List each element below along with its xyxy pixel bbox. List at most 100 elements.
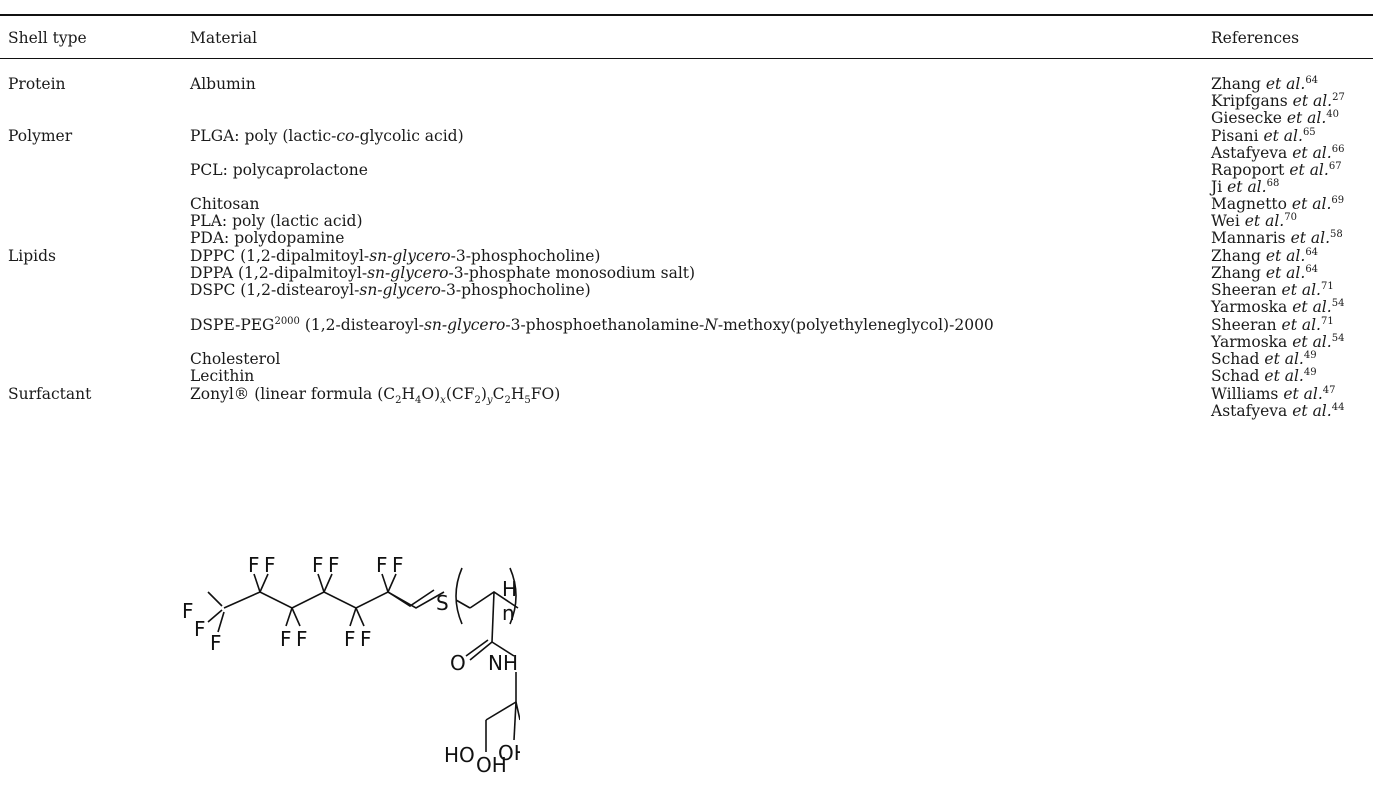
reference-cell: Astafyeva et al.66 xyxy=(1211,143,1344,163)
zonyl-structure-diagram: F F F F F F F F F F F F F S H n O NH HO … xyxy=(182,553,520,777)
reference-author: Zhang xyxy=(1211,264,1261,282)
et-al: et al. xyxy=(1289,161,1329,179)
et-al: et al. xyxy=(1264,350,1304,368)
reference-cell: Giesecke et al.40 xyxy=(1211,108,1339,128)
et-al: et al. xyxy=(1263,127,1303,145)
reference-cell: Magnetto et al.69 xyxy=(1211,194,1344,214)
material-cell: DPPA (1,2-dipalmitoyl-sn-glycero-3-phosp… xyxy=(190,263,695,283)
reference-cell: Wei et al.70 xyxy=(1211,211,1297,231)
et-al: et al. xyxy=(1281,316,1321,334)
reference-cell: Zhang et al.64 xyxy=(1211,74,1318,94)
atom-label: F xyxy=(376,553,388,577)
et-al: et al. xyxy=(1227,178,1267,196)
reference-cell: Astafyeva et al.44 xyxy=(1211,401,1344,421)
reference-number: 64 xyxy=(1305,263,1319,275)
material-italic: sn-glycero xyxy=(423,316,506,334)
et-al: et al. xyxy=(1291,195,1332,213)
material-italic: sn-glycero xyxy=(367,264,449,282)
material-text: Chitosan xyxy=(190,195,260,213)
et-al: et al. xyxy=(1292,92,1333,110)
shell-type-cell: Polymer xyxy=(8,127,73,145)
reference-author: Mannaris xyxy=(1211,229,1286,247)
material-text: -3-phosphocholine) xyxy=(440,281,591,299)
reference-cell: Williams et al.47 xyxy=(1211,384,1336,404)
et-al: et al. xyxy=(1265,247,1306,265)
material-text: DPPA (1,2-dipalmitoyl- xyxy=(190,264,368,282)
material-cell: PCL: polycaprolactone xyxy=(190,160,368,180)
material-cell: DPPC (1,2-dipalmitoyl-sn-glycero-3-phosp… xyxy=(190,246,600,266)
formula-subscript: 4 xyxy=(415,395,422,407)
atom-label: S xyxy=(436,591,449,615)
material-text: DSPE-PEG xyxy=(190,316,275,334)
reference-author: Pisani xyxy=(1211,127,1259,145)
material-cell: Lecithin xyxy=(190,366,254,386)
atom-label: F xyxy=(182,599,194,623)
material-text: -3-phosphocholine) xyxy=(450,247,601,265)
formula-text: ) xyxy=(480,385,487,403)
formula-text: O) xyxy=(421,385,441,403)
reference-cell: Mannaris et al.58 xyxy=(1211,228,1343,248)
reference-cell: Yarmoska et al.54 xyxy=(1211,332,1344,352)
material-text: DPPC (1,2-dipalmitoyl- xyxy=(190,247,370,265)
et-al: et al. xyxy=(1292,298,1332,316)
reference-cell: Pisani et al.65 xyxy=(1211,126,1316,146)
reference-author: Yarmoska xyxy=(1211,298,1288,316)
reference-author: Kripfgans xyxy=(1211,92,1288,110)
material-italic: co xyxy=(336,127,355,145)
reference-number: 69 xyxy=(1331,194,1345,206)
atom-label: F xyxy=(328,553,340,577)
reference-number: 49 xyxy=(1303,349,1317,361)
reference-cell: Zhang et al.64 xyxy=(1211,263,1318,283)
reference-number: 47 xyxy=(1322,384,1336,396)
reference-author: Schad xyxy=(1211,350,1260,368)
reference-number: 64 xyxy=(1305,246,1319,258)
shell-type-cell: Lipids xyxy=(8,247,57,265)
et-al: et al. xyxy=(1281,281,1321,299)
material-text: PCL: polycaprolactone xyxy=(190,161,368,179)
reference-number: 54 xyxy=(1331,297,1345,309)
reference-author: Sheeran xyxy=(1211,316,1277,334)
reference-number: 66 xyxy=(1331,143,1345,155)
material-text: PLA: poly (lactic acid) xyxy=(190,212,363,230)
molecule-bonds xyxy=(207,567,520,752)
atom-label: F xyxy=(344,627,356,651)
reference-number: 64 xyxy=(1305,74,1319,86)
formula-text: (CF xyxy=(445,385,475,403)
reference-number: 71 xyxy=(1321,315,1334,327)
material-cell: DSPE-PEG2000 (1,2-distearoyl-sn-glycero-… xyxy=(190,315,994,335)
reference-author: Astafyeva xyxy=(1211,402,1288,420)
atom-label: F xyxy=(210,631,222,655)
reference-number: 54 xyxy=(1331,332,1345,344)
reference-cell: Yarmoska et al.54 xyxy=(1211,297,1344,317)
material-text: -methoxy(polyethyleneglycol)-2000 xyxy=(717,316,994,334)
atom-label: OH xyxy=(476,753,507,777)
reference-number: 71 xyxy=(1321,280,1334,292)
reference-author: Schad xyxy=(1211,367,1260,385)
reference-number: 49 xyxy=(1303,366,1317,378)
reference-author: Sheeran xyxy=(1211,281,1277,299)
reference-cell: Schad et al.49 xyxy=(1211,349,1317,369)
atom-label: F xyxy=(312,553,324,577)
material-cell: PLGA: poly (lactic-co-glycolic acid) xyxy=(190,126,464,146)
material-cell: Chitosan xyxy=(190,194,260,214)
reference-author: Zhang xyxy=(1211,75,1261,93)
material-cell: Albumin xyxy=(190,74,256,94)
formula-subscript: x xyxy=(440,395,446,407)
reference-author: Astafyeva xyxy=(1211,144,1288,162)
reference-cell: Kripfgans et al.27 xyxy=(1211,91,1345,111)
reference-number: 27 xyxy=(1332,91,1345,103)
et-al: et al. xyxy=(1283,385,1323,403)
reference-cell: Sheeran et al.71 xyxy=(1211,280,1334,300)
material-cell: PLA: poly (lactic acid) xyxy=(190,211,363,231)
et-al: et al. xyxy=(1292,402,1332,420)
reference-cell: Sheeran et al.71 xyxy=(1211,315,1334,335)
reference-author: Ji xyxy=(1211,178,1223,196)
material-italic: sn-glycero xyxy=(359,281,441,299)
reference-author: Williams xyxy=(1211,385,1279,403)
material-cell: PDA: polydopamine xyxy=(190,228,344,248)
material-text: DSPC (1,2-distearoyl- xyxy=(190,281,360,299)
atom-label: F xyxy=(280,627,292,651)
material-text: PLGA: poly (lactic- xyxy=(190,127,337,145)
shell-type-cell: Surfactant xyxy=(8,385,92,403)
reference-cell: Rapoport et al.67 xyxy=(1211,160,1342,180)
